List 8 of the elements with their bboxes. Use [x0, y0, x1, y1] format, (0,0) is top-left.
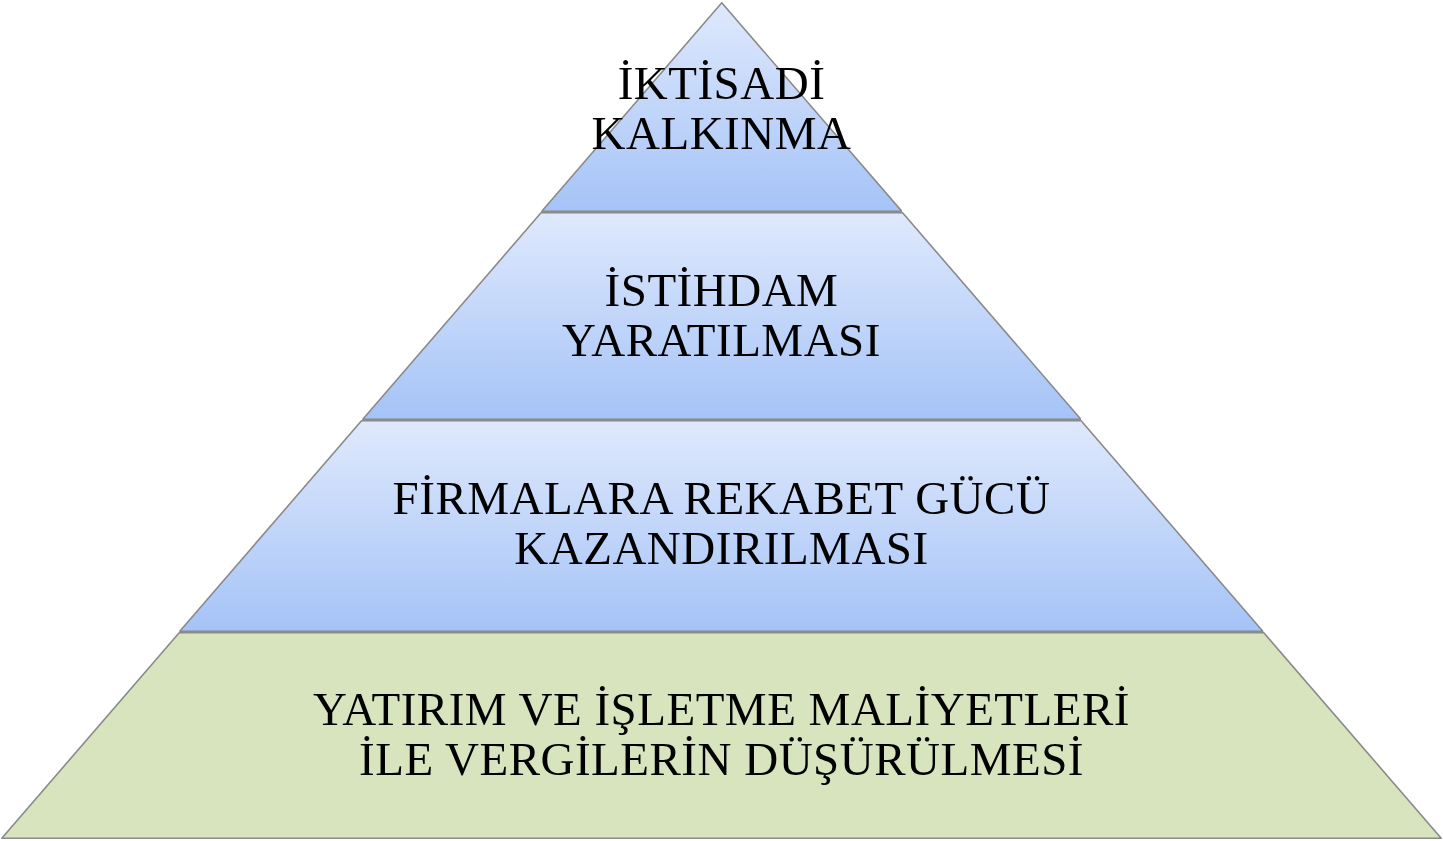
tier-label: FİRMALARA REKABET GÜCÜ KAZANDIRILMASI — [391, 473, 1052, 573]
tier-label: İKTİSADİ KALKINMA — [590, 58, 853, 158]
tier-label: YATIRIM VE İŞLETME MALİYETLERİ İLE VERGİLERİN DÜŞÜRÜLMESİ — [312, 684, 1131, 784]
pyramid-tier — [361, 212, 1082, 420]
pyramid-tier — [179, 420, 1264, 632]
tier-label: İSTİHDAM YARATILMASI — [561, 265, 882, 365]
pyramid-tier — [1, 632, 1442, 839]
pyramid-top-triangle — [540, 2, 903, 212]
